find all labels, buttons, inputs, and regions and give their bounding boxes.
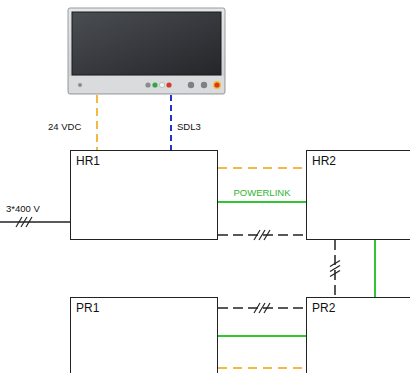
phase-mark <box>254 303 260 313</box>
sdl3-cable <box>170 95 172 150</box>
signal-label: 3*400 V <box>6 203 40 214</box>
signal-label: SDL3 <box>177 121 201 132</box>
cable-connector <box>218 201 306 203</box>
cable-connector <box>218 335 306 337</box>
mains-feed <box>0 217 70 227</box>
panel-pc <box>68 8 225 94</box>
phase-mark <box>264 303 270 313</box>
equipment-box: PR1 <box>70 297 218 373</box>
phase-mark <box>330 266 340 272</box>
equipment-box: HR2 <box>306 150 410 240</box>
phase-mark <box>259 230 265 240</box>
cable-connector <box>218 367 306 369</box>
equipment-box: HR1 <box>70 150 218 240</box>
box-title: PR1 <box>71 298 104 318</box>
box-title: PR2 <box>307 298 340 318</box>
signal-label: 24 VDC <box>48 121 81 132</box>
equipment-box: PR2 <box>306 297 410 373</box>
cable-connector <box>218 167 306 169</box>
supply-wire <box>96 95 98 150</box>
phase-mark <box>264 230 270 240</box>
phase-mark <box>330 261 340 267</box>
box-title: HR1 <box>71 151 105 171</box>
phase-mark <box>254 230 260 240</box>
box-title: HR2 <box>307 151 341 171</box>
bus-label: POWERLINK <box>232 187 291 198</box>
phase-mark <box>330 271 340 277</box>
cable-connector <box>374 240 376 297</box>
phase-mark <box>259 303 265 313</box>
